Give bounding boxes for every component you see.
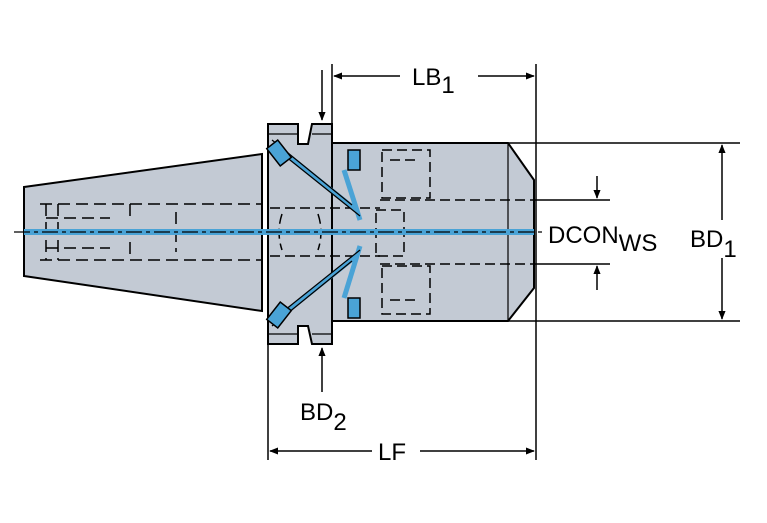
dim-bd1: BD1 (690, 144, 737, 320)
bd2-label: BD (300, 399, 333, 426)
dim-lf: LF (269, 439, 535, 466)
bd1-label: BD (690, 226, 723, 253)
extension-lines (267, 64, 740, 460)
dim-dcon-ws: DCONWS (548, 176, 657, 290)
svg-text:BD2: BD2 (300, 399, 347, 436)
dim-lb1: LB1 (333, 64, 535, 99)
lb1-subscript: 1 (441, 72, 454, 99)
lf-label: LF (378, 439, 406, 466)
bd1-subscript: 1 (723, 236, 736, 263)
bd2-subscript: 2 (333, 409, 346, 436)
svg-text:DCONWS: DCONWS (548, 222, 657, 257)
lb1-label: LB (412, 64, 441, 91)
coolant-plugs (265, 138, 361, 330)
dcon-label: DCON (548, 222, 619, 249)
dim-bd2: BD2 (300, 347, 347, 436)
svg-text:LB1: LB1 (412, 64, 455, 99)
svg-text:BD1: BD1 (690, 226, 737, 263)
dcon-subscript: WS (619, 230, 658, 257)
